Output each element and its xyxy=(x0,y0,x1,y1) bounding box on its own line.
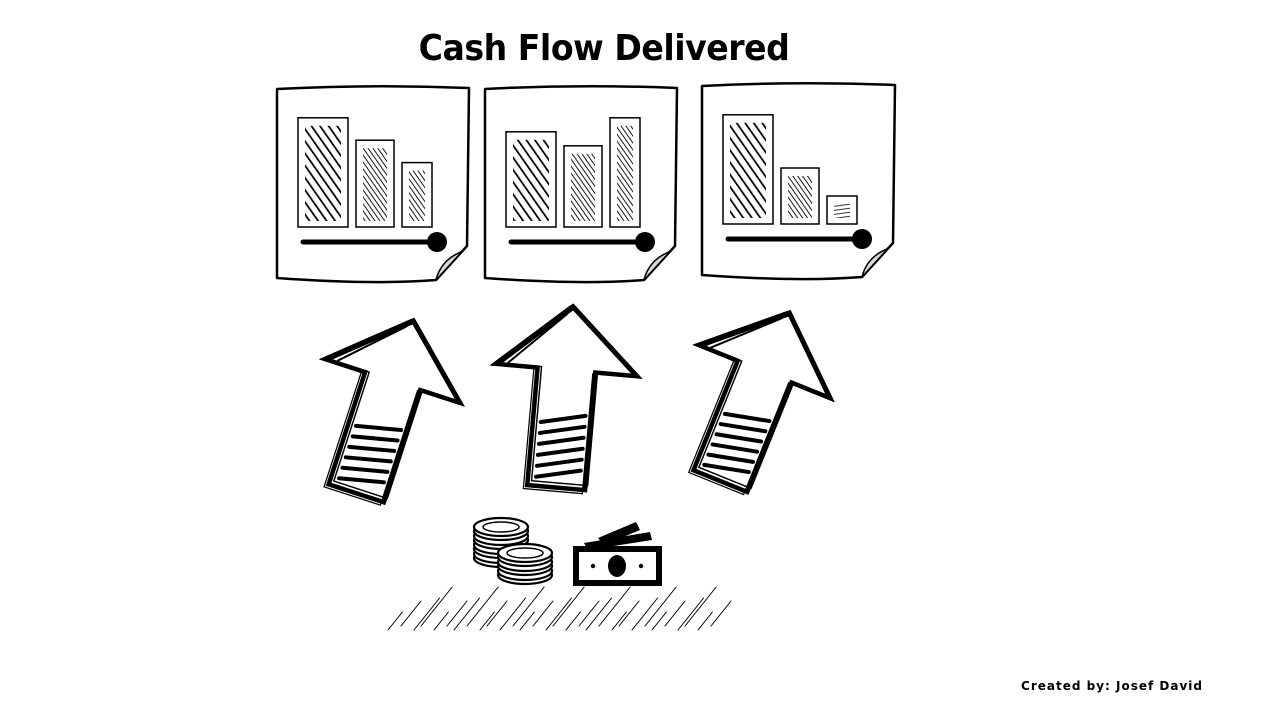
slider-knob xyxy=(635,232,655,252)
author-credit: Created by: Josef David xyxy=(1021,679,1203,693)
banknote-icon xyxy=(573,522,662,586)
slider-knob xyxy=(852,229,872,249)
slider-knob xyxy=(427,232,447,252)
page-title: Cash Flow Delivered xyxy=(418,28,790,69)
report-panel xyxy=(275,84,471,284)
up-arrow-icon xyxy=(318,317,466,506)
up-arrow-icon xyxy=(489,303,643,495)
ground-scribble xyxy=(387,586,732,631)
up-arrow-icon xyxy=(687,309,835,496)
coin-stack-icon xyxy=(472,516,554,586)
report-panel xyxy=(700,81,897,281)
report-panel xyxy=(483,84,679,284)
